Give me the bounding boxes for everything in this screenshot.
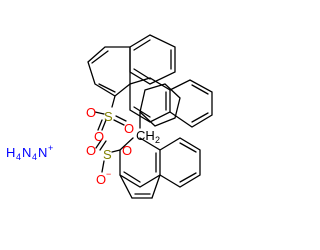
chemical-structure: S O O O CH 2 O S O O − H 4 N 4 N + [6,34,213,199]
atom-oxygen-bottom-left: O [86,143,96,158]
ammonium-1-n: N [22,145,31,160]
atom-sulfur-bottom: S [103,147,112,162]
ammonium-counterions: H 4 N 4 N + [6,143,53,162]
atom-methylene-sub: 2 [155,135,160,145]
ring-c-left-bonds [119,174,161,199]
top-sulfonate-bonds [94,95,127,131]
phenyl-right-ring [169,79,213,128]
ammonium-2-charge: + [48,143,53,153]
ammonium-2-sub: 4 [32,152,37,162]
atom-oxygen-top-right: O [124,121,134,136]
atom-sulfur-top: S [104,109,113,124]
atom-anion-charge: − [106,169,111,179]
ammonium-1-sub: 4 [16,152,21,162]
atom-oxygen-top-ring: O [86,105,96,120]
naphthalene-top-ring-b [87,46,131,97]
ammonium-1-h: H [6,145,15,160]
naphthalene-bottom-ring-c [119,137,161,188]
naphthalene-top-ring-a [129,34,176,85]
atom-oxygen-bottom-right: O [122,143,132,158]
bottom-sulfonate-bonds [95,138,121,173]
naphthalene-bottom-ring-d [159,137,201,188]
atom-oxygen-anion: O [96,172,106,187]
methylene-bonds [119,111,141,151]
atom-methylene-c: CH [136,128,155,143]
atom-labels: S O O O CH 2 O S O O − [86,105,160,187]
ammonium-2-n: N [38,145,47,160]
atom-oxygen-top-bottom: O [94,129,104,144]
